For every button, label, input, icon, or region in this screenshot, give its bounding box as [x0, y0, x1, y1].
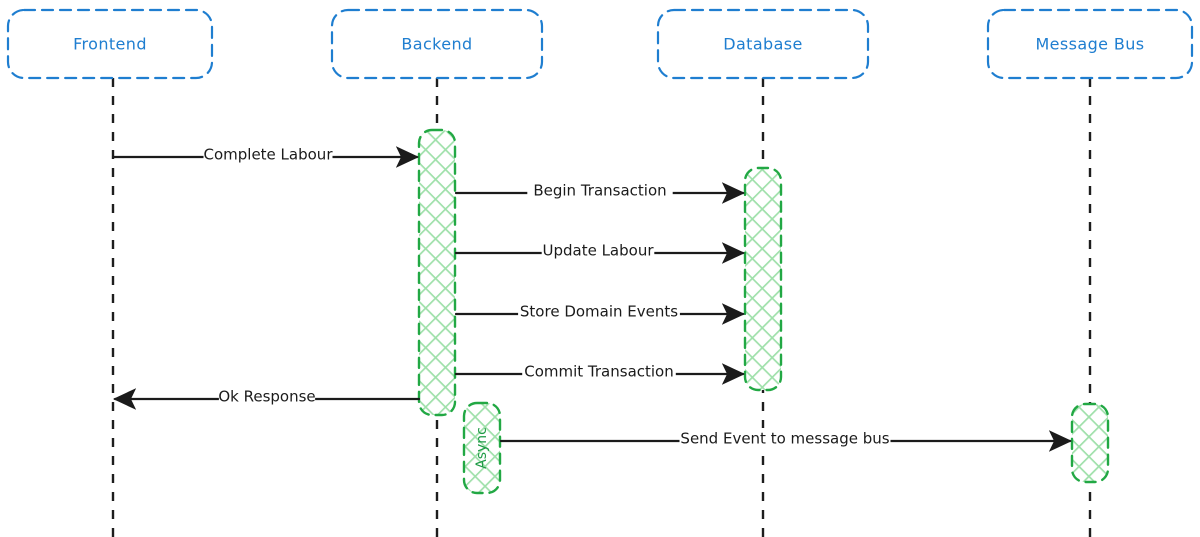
participants-layer: Frontend Backend Database Message Bus [6, 8, 1194, 80]
participant-box-backend[interactable] [330, 8, 544, 80]
participant-frontend[interactable]: Frontend [6, 8, 214, 80]
message-label-msg-begin-transaction: Begin Transaction [533, 182, 666, 200]
participant-box-frontend[interactable] [6, 8, 214, 80]
message-msg-send-event-to-message-bus: Send Event to message bus [499, 428, 1073, 452]
activation-box-backend-activation [417, 128, 457, 417]
activations-layer [417, 128, 1110, 495]
activation-box-async-activation [462, 401, 502, 495]
message-label-backing-msg-update-labour [541, 240, 655, 262]
message-label-msg-commit-transaction: Commit Transaction [524, 363, 674, 381]
message-msg-store-domain-events: Store Domain Events [454, 301, 746, 325]
participant-backend[interactable]: Backend [330, 8, 544, 80]
message-msg-begin-transaction: Begin Transaction [454, 180, 746, 204]
participant-box-database[interactable] [656, 8, 870, 80]
message-msg-ok-response: Ok Response [112, 386, 421, 410]
message-label-backing-msg-store-domain-events [518, 301, 680, 323]
message-label-backing-msg-send-event-to-message-bus [679, 428, 891, 450]
participant-label-backend: Backend [401, 35, 472, 54]
activation-box-messagebus-activation [1070, 402, 1110, 484]
message-label-msg-update-labour: Update Labour [542, 242, 654, 260]
activation-labels-layer: Async [474, 427, 490, 469]
message-label-backing-msg-begin-transaction [527, 180, 673, 202]
participant-messagebus[interactable]: Message Bus [986, 8, 1194, 80]
message-msg-commit-transaction: Commit Transaction [454, 361, 746, 385]
participant-label-database: Database [723, 35, 803, 54]
participant-box-messagebus[interactable] [986, 8, 1194, 80]
message-label-msg-complete-labour: Complete Labour [204, 146, 334, 164]
message-msg-update-labour: Update Labour [454, 240, 746, 264]
message-label-msg-send-event-to-message-bus: Send Event to message bus [680, 430, 889, 448]
message-label-backing-msg-ok-response [218, 386, 316, 408]
activation-box-database-activation [743, 166, 783, 392]
message-label-backing-msg-commit-transaction [522, 361, 676, 383]
message-msg-complete-labour: Complete Labour [111, 144, 420, 168]
participant-database[interactable]: Database [656, 8, 870, 80]
message-label-msg-store-domain-events: Store Domain Events [520, 303, 678, 321]
participant-label-frontend: Frontend [73, 35, 147, 54]
activation-label-async-activation: Async [474, 427, 490, 469]
message-label-backing-msg-complete-labour [203, 144, 333, 166]
message-label-msg-ok-response: Ok Response [218, 388, 315, 406]
participant-label-messagebus: Message Bus [1035, 35, 1144, 54]
